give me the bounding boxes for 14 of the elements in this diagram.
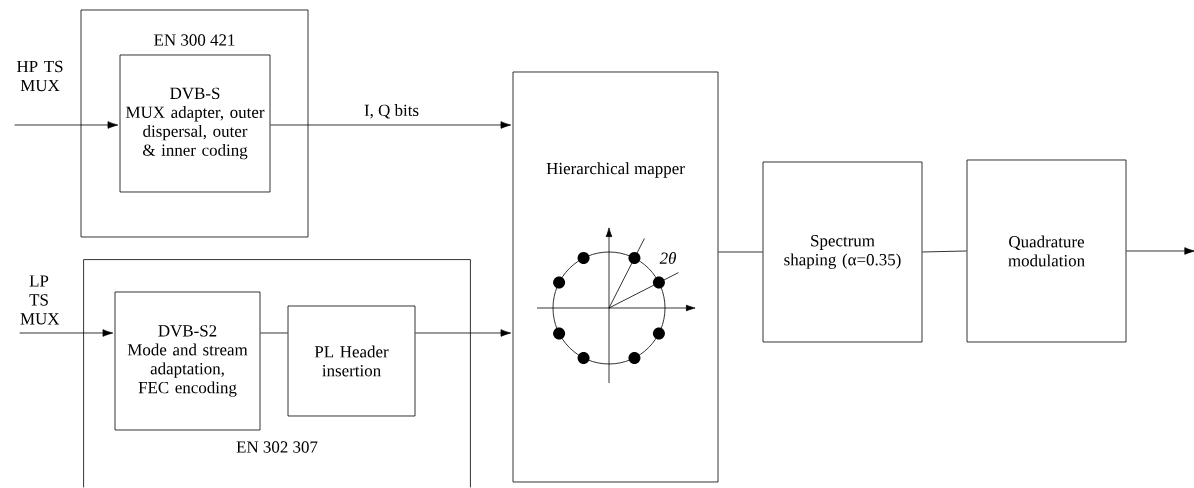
angle-label: 2θ (659, 252, 676, 264)
edge-label: I, Q bits (364, 104, 419, 119)
process-box: DVB-S MUX adapter, outer dispersal, outer & inner coding (119, 54, 271, 193)
process-box: DVB-S2 Mode and stream adaptation, FEC encoding (114, 291, 261, 431)
arrow (270, 121, 512, 129)
arrow (415, 329, 512, 337)
arrow (1126, 247, 1194, 255)
arrow (19, 329, 114, 337)
process-box: PL Header insertion (287, 305, 416, 417)
arrow (14, 121, 119, 129)
process-box: Quadrature modulation (966, 159, 1127, 343)
process-box: Spectrum shaping (α=0.35) (762, 161, 923, 343)
input-label: LP TS MUX (20, 275, 60, 325)
input-label: HP TS MUX (16, 60, 63, 92)
